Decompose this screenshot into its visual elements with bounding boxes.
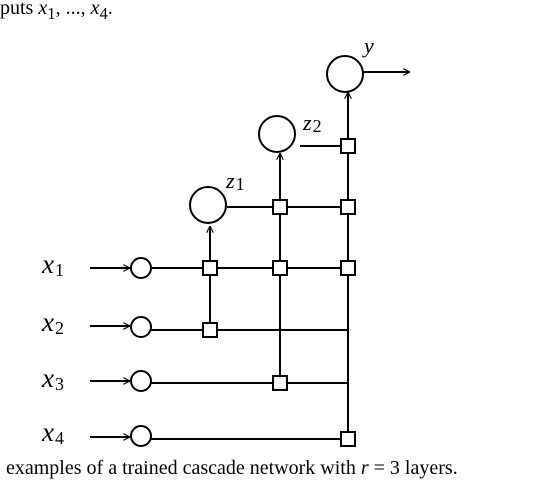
hidden-label-z2: z2	[302, 110, 322, 136]
input-label-x2: x2	[41, 307, 64, 338]
weight-junction	[340, 138, 356, 154]
hidden-label-z1: z1	[225, 168, 245, 194]
hidden-unit-z2	[258, 115, 296, 153]
hidden-unit-z1	[189, 186, 227, 224]
weight-junction	[202, 322, 218, 338]
weight-junction	[272, 260, 288, 276]
top-text-var-last: x	[90, 0, 100, 19]
weight-junction	[272, 375, 288, 391]
input-label-x4: x4	[41, 417, 64, 448]
caption-variable: r	[360, 457, 369, 479]
top-text-separator: , ...,	[55, 0, 91, 19]
caption-text-before: examples of a trained cascade network wi…	[6, 457, 361, 479]
weight-junction	[272, 199, 288, 215]
weight-junction	[202, 260, 218, 276]
input-label-x1: x1	[41, 249, 64, 280]
top-text-sub-last: 4	[99, 4, 108, 23]
input-node-4	[130, 425, 152, 447]
input-node-2	[130, 316, 152, 338]
input-node-1	[130, 257, 152, 279]
top-text-suffix: .	[107, 0, 113, 19]
output-unit-y	[326, 55, 364, 93]
input-label-x3: x3	[41, 363, 64, 394]
weight-junction	[340, 260, 356, 276]
figure-caption: examples of a trained cascade network wi…	[6, 456, 458, 480]
weight-junction	[340, 431, 356, 447]
weight-junction	[340, 199, 356, 215]
top-text-var-first: x	[38, 0, 48, 19]
top-text-fragment: puts x1, ..., x4.	[0, 0, 113, 26]
caption-text-after: = 3 layers.	[368, 457, 458, 479]
output-label-y: y	[362, 33, 374, 58]
input-node-3	[130, 370, 152, 392]
top-text-sub-first: 1	[47, 4, 56, 23]
top-text-prefix: puts	[0, 0, 39, 19]
